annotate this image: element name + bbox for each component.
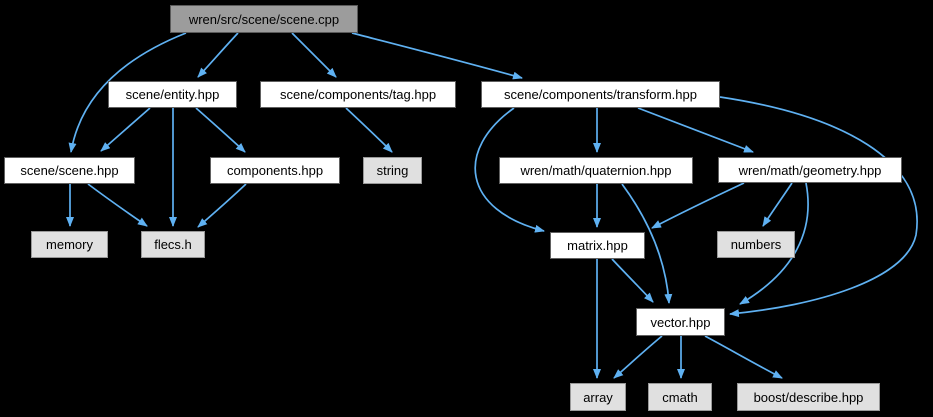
edge-transform-to-geometry [637,107,754,153]
edge-geometry-to-matrix [651,182,745,229]
graph-node-memory[interactable]: memory [31,231,108,258]
edge-components-to-flecs [197,183,247,228]
graph-node-transform[interactable]: scene/components/transform.hpp [481,81,720,108]
edge-tag-to-string [345,107,393,153]
edge-scene_cpp-to-transform [351,32,523,80]
graph-node-tag[interactable]: scene/components/tag.hpp [260,81,456,108]
graph-node-geometry[interactable]: wren/math/geometry.hpp [718,157,902,183]
graph-node-boost[interactable]: boost/describe.hpp [737,383,880,411]
edge-vector-to-array [613,335,663,379]
graph-node-flecs[interactable]: flecs.h [141,231,205,258]
graph-node-array[interactable]: array [570,383,626,411]
edge-vector-to-boost [704,335,783,379]
graph-node-components[interactable]: components.hpp [210,157,340,184]
graph-node-string[interactable]: string [363,157,422,184]
edge-scene_hpp-to-flecs [87,183,148,227]
graph-node-matrix[interactable]: matrix.hpp [550,232,645,259]
graph-node-quaternion[interactable]: wren/math/quaternion.hpp [499,157,693,184]
graph-node-numbers[interactable]: numbers [717,231,795,258]
edge-matrix-to-vector [611,258,654,303]
graph-node-scene_cpp[interactable]: wren/src/scene/scene.cpp [170,5,358,33]
edge-scene_cpp-to-scene_hpp [68,32,187,153]
graph-node-vector[interactable]: vector.hpp [636,308,725,336]
graph-node-cmath[interactable]: cmath [648,383,712,411]
edge-entity-to-scene_hpp [100,107,151,152]
edge-geometry-to-vector [739,182,809,305]
edge-transform-to-vector [719,96,918,318]
edge-transform-to-matrix [474,107,545,233]
edge-scene_cpp-to-tag [291,32,337,78]
edge-geometry-to-numbers [762,182,793,227]
edge-scene_cpp-to-entity [197,32,239,78]
graph-node-entity[interactable]: scene/entity.hpp [108,81,237,108]
edge-entity-to-components [195,107,246,153]
graph-node-scene_hpp[interactable]: scene/scene.hpp [4,157,135,184]
edge-quaternion-to-vector [621,183,673,304]
